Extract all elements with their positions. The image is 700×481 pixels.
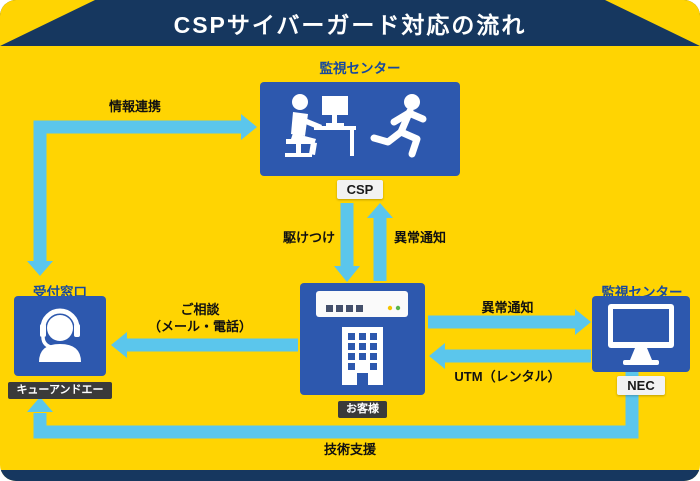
dispatch-label: 駆けつけ xyxy=(282,230,335,245)
desk-worker-icon xyxy=(285,94,356,157)
arrow-utm-left xyxy=(429,343,591,369)
title-banner: CSPサイバーガード対応の流れ xyxy=(0,0,700,46)
tech-support-label: 技術支援 xyxy=(323,442,376,457)
monitoring-nec-box xyxy=(592,296,690,372)
arrow-consult-left xyxy=(111,332,298,358)
banner-corner-left xyxy=(0,0,95,46)
operator-headset-icon xyxy=(39,308,81,362)
alert-nec-label: 異常通知 xyxy=(481,300,534,315)
consult-label-line2: （メール・電話） xyxy=(147,319,252,334)
nec-badge-row: NEC xyxy=(592,376,690,395)
reception-badge: キューアンドエー xyxy=(8,382,112,399)
running-person-icon xyxy=(370,94,427,158)
reception-badge-row: キューアンドエー xyxy=(2,380,118,399)
alert-center-label: 異常通知 xyxy=(394,230,447,245)
banner-corner-right xyxy=(605,0,700,46)
customer-badge: お客様 xyxy=(338,401,387,418)
monitor-icon xyxy=(608,304,674,365)
utm-rental-label: UTM（レンタル） xyxy=(454,369,561,384)
utm-appliance-icon xyxy=(316,291,408,317)
footer-bar xyxy=(0,470,700,481)
consult-label-line1: ご相談 xyxy=(180,302,220,317)
csp-badge-row: CSP xyxy=(260,180,460,199)
building-icon xyxy=(342,327,383,385)
page-title: CSPサイバーガード対応の流れ xyxy=(173,12,527,38)
arrow-dispatch-down xyxy=(334,203,360,282)
monitoring-csp-box xyxy=(260,82,460,176)
customer-box xyxy=(300,283,425,395)
customer-badge-row: お客様 xyxy=(300,399,425,418)
info-link-label: 情報連携 xyxy=(108,99,161,114)
csp-badge: CSP xyxy=(336,180,384,199)
arrow-tech-support xyxy=(27,372,639,439)
nec-badge: NEC xyxy=(617,376,665,395)
reception-box xyxy=(14,296,106,376)
monitoring-csp-label: 監視センター xyxy=(319,61,401,76)
consult-label: ご相談 （メール・電話） xyxy=(135,301,265,335)
arrow-info-link xyxy=(27,114,257,276)
arrow-alert-up-center xyxy=(367,203,393,281)
arrow-alert-right-nec xyxy=(428,309,591,335)
